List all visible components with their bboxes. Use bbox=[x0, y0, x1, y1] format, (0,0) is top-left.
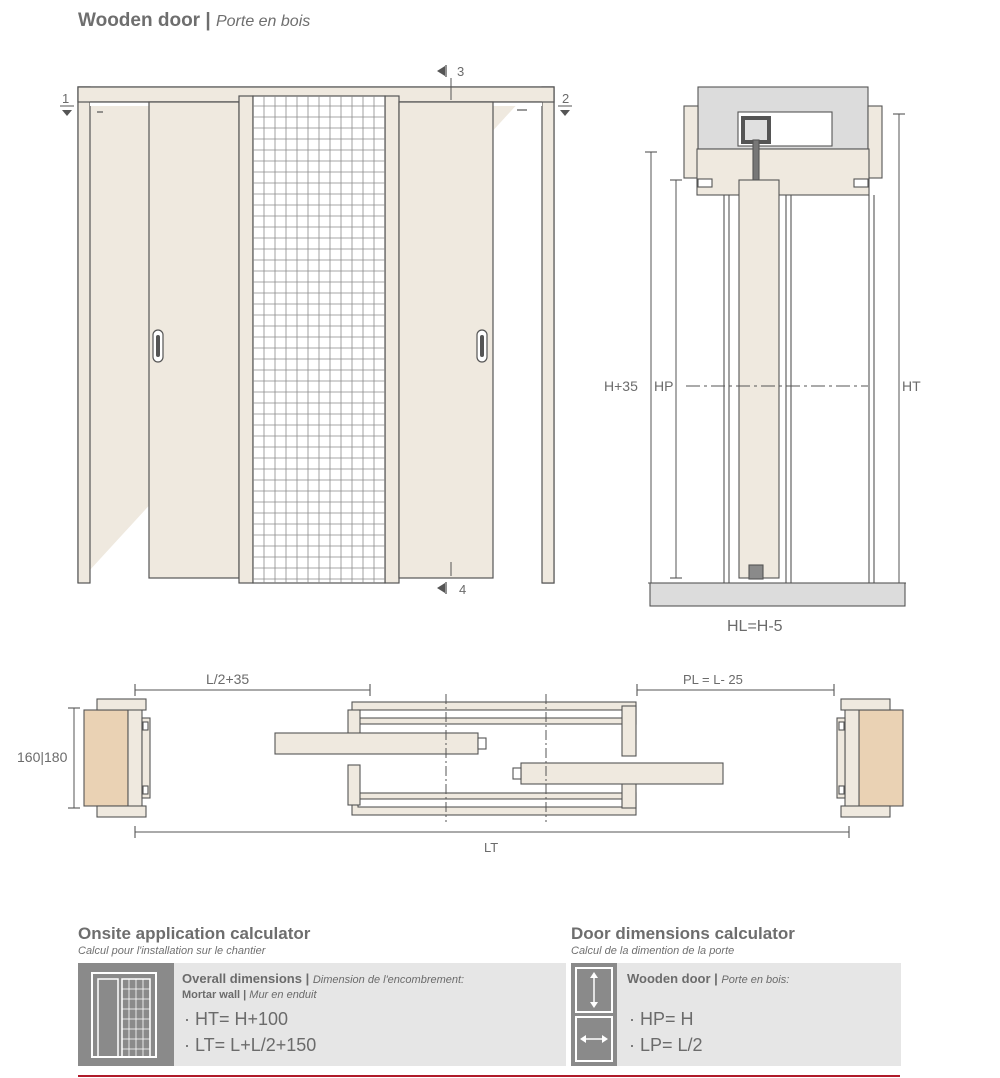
title-en: Wooden door bbox=[78, 10, 201, 31]
title-separator: | bbox=[205, 10, 211, 31]
frame-left-jamb bbox=[77, 86, 91, 584]
plan-leaf-left bbox=[274, 732, 479, 755]
formula-lp-text: LP= L/2 bbox=[640, 1035, 703, 1055]
formula-ht-text: HT= H+100 bbox=[195, 1009, 289, 1029]
page-title: Wooden door | Porte en bois bbox=[78, 10, 310, 32]
section-markers bbox=[60, 65, 572, 594]
section-mark-3: 3 bbox=[457, 64, 464, 79]
wooden-door-heading: Wooden door | Porte en bois: bbox=[627, 971, 789, 986]
overall-dimensions-sep: | bbox=[305, 971, 310, 986]
mesh-rows bbox=[253, 105, 385, 580]
height-width-icon bbox=[571, 963, 617, 1066]
left-door-leaf bbox=[148, 101, 240, 579]
label-ht: HT bbox=[902, 378, 921, 394]
section-mark-2: 2 bbox=[562, 91, 569, 106]
formula-ht: · HT= H+100 bbox=[184, 1009, 289, 1029]
plan-view bbox=[68, 684, 904, 838]
right-wall-plaster bbox=[858, 709, 904, 807]
label-wall: 160|180 bbox=[17, 749, 68, 765]
center-post-left bbox=[238, 95, 254, 584]
mortar-wall-label: Mortar wall bbox=[182, 989, 241, 1001]
label-lt: LT bbox=[484, 840, 498, 855]
formula-hp: · HP= H bbox=[629, 1009, 694, 1029]
formula-hp-text: HP= H bbox=[640, 1009, 694, 1029]
label-hp: HP bbox=[654, 378, 673, 394]
onsite-calculator-title: Onsite application calculator bbox=[78, 924, 311, 943]
title-fr: Porte en bois bbox=[215, 13, 311, 30]
wooden-door-label: Wooden door bbox=[627, 971, 711, 986]
door-frame-icon bbox=[78, 963, 174, 1066]
front-elevation bbox=[77, 78, 555, 584]
section-mark-4: 4 bbox=[459, 582, 466, 597]
section-arrow-4 bbox=[437, 583, 445, 593]
side-section bbox=[645, 86, 906, 607]
onsite-calculator-panel: Overall dimensions | Dimension de l'enco… bbox=[78, 963, 566, 1066]
center-post-right bbox=[384, 95, 400, 584]
section-arrow-2 bbox=[560, 110, 570, 116]
section-mark-1: 1 bbox=[62, 91, 69, 106]
mortar-wall-sep: | bbox=[243, 989, 247, 1001]
door-leaf-section bbox=[738, 179, 780, 579]
label-pl: PL = L- 25 bbox=[683, 672, 743, 687]
overall-dimensions-heading: Overall dimensions | Dimension de l'enco… bbox=[182, 971, 464, 986]
door-calculator-title: Door dimensions calculator bbox=[571, 924, 795, 943]
section-arrow-3 bbox=[437, 66, 445, 76]
footer-accent-line bbox=[78, 1075, 900, 1077]
top-profile-right bbox=[867, 105, 883, 179]
label-h35: H+35 bbox=[604, 378, 638, 394]
label-hl: HL=H-5 bbox=[727, 618, 783, 635]
door-calculator-subtitle: Calcul de la dimention de la porte bbox=[571, 945, 735, 957]
frame-right-jamb bbox=[541, 86, 555, 584]
onsite-calculator-subtitle: Calcul pour l'installation sur le chanti… bbox=[78, 945, 266, 957]
formula-lt-text: LT= L+L/2+150 bbox=[195, 1035, 317, 1055]
top-profile-left bbox=[683, 105, 699, 179]
overall-dimensions-label: Overall dimensions bbox=[182, 971, 302, 986]
mortar-wall-fr: Mur en enduit bbox=[249, 989, 317, 1001]
label-l2-35: L/2+35 bbox=[206, 671, 249, 687]
formula-lt: · LT= L+L/2+150 bbox=[184, 1035, 317, 1055]
plan-leaf-right bbox=[520, 762, 724, 785]
door-calculator-panel: Wooden door | Porte en bois: · HP= H · L… bbox=[571, 963, 901, 1066]
wooden-door-sep: | bbox=[714, 971, 718, 986]
floor-slab bbox=[649, 582, 906, 607]
overall-dimensions-fr: Dimension de l'encombrement: bbox=[312, 974, 465, 986]
section-arrow-1 bbox=[62, 110, 72, 116]
left-wall-plaster bbox=[83, 709, 129, 807]
mortar-wall-line: Mortar wall | Mur en enduit bbox=[182, 989, 317, 1001]
formula-lp: · LP= L/2 bbox=[629, 1035, 703, 1055]
wooden-door-fr: Porte en bois: bbox=[721, 974, 790, 986]
